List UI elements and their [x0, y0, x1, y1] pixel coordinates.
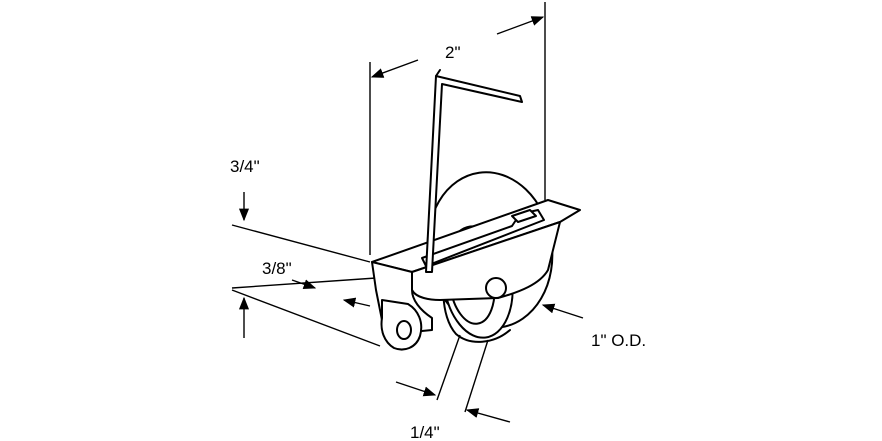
roller-assembly [371, 69, 581, 351]
wire-spring-tip [435, 69, 441, 77]
arrow-3-8-left [342, 297, 371, 308]
extension-lines [231, 2, 546, 413]
label-height-upper: 3/4" [230, 157, 260, 176]
label-depth: 3/8" [262, 259, 292, 278]
bracket-side-flange [411, 221, 561, 301]
arrow-1-4-left [465, 408, 511, 423]
extension-line-top [231, 224, 371, 263]
extension-line-bottom [231, 289, 381, 347]
arrow-2in-right [496, 16, 545, 35]
dimension-labels: 2" 3/4" 3/8" 1" O.D. 1/4" [230, 43, 646, 441]
extension-line-quarter-left [436, 334, 461, 401]
label-wheel-diameter: 1" O.D. [591, 331, 646, 350]
extension-line-quarter-right [464, 339, 489, 413]
arrow-1in-od [541, 303, 584, 319]
axle-boss [485, 277, 507, 299]
dimension-arrows [238, 16, 584, 423]
arrow-1-4-right [395, 381, 437, 397]
bracket-eye-hole [396, 320, 412, 340]
label-width-top: 2" [445, 43, 461, 62]
extension-line-mid [231, 277, 377, 289]
arrow-2in-left [370, 59, 419, 78]
arrow-3-8-right [291, 279, 317, 290]
bracket-notch [511, 209, 537, 223]
label-wheel-thickness: 1/4" [410, 423, 440, 441]
